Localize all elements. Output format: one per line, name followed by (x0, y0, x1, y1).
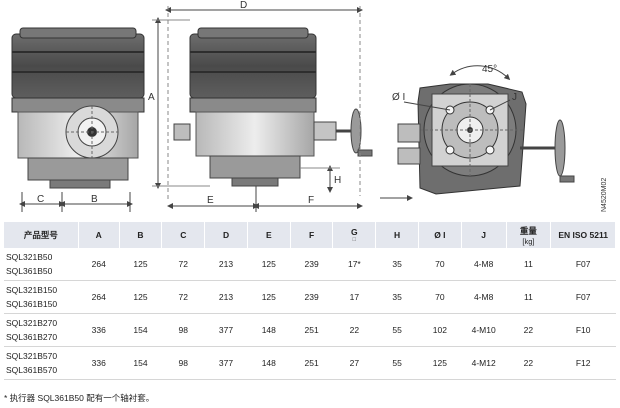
footnote: * 执行器 SQL361B50 配有一个轴衬套。 (4, 393, 155, 403)
table-cell: 377 (204, 346, 248, 380)
table-cell: 213 (204, 248, 248, 281)
dim-label-d: D (240, 0, 247, 11)
col-header-model: 产品型号 (4, 222, 79, 248)
front-view: C B (11, 27, 145, 212)
model-name: SQL321B270 (6, 318, 58, 328)
model-name: SQL321B570 (6, 351, 58, 361)
table-cell: 213 (204, 280, 248, 314)
table-cell: 22 (506, 346, 551, 380)
table-cell: 154 (119, 313, 162, 347)
table-cell: 239 (290, 248, 333, 281)
table-cell: 125 (418, 346, 462, 380)
table-cell: 125 (247, 280, 291, 314)
table-cell: F12 (550, 346, 616, 380)
dim-label-b: B (91, 194, 98, 205)
col-header-e: E (247, 222, 291, 248)
table-header-row: 产品型号 A B C D E F G□ H Ø I J 重量[kg] EN IS… (4, 222, 616, 248)
table-cell: 239 (290, 280, 333, 314)
col-header-j: J (461, 222, 507, 248)
table-cell: 17 (332, 280, 376, 314)
table-cell: 11 (506, 248, 551, 281)
table-cell: 35 (375, 248, 419, 281)
table-cell: 264 (78, 280, 120, 314)
table-cell: 70 (418, 280, 462, 314)
table-cell: 72 (161, 248, 205, 281)
table-cell: 35 (375, 280, 419, 314)
bottom-view: 45° Ø I J N4520M02 (380, 64, 608, 212)
model-name: SQL361B570 (6, 365, 58, 375)
col-header-i: Ø I (418, 222, 462, 248)
table-cell: 148 (247, 313, 291, 347)
table-cell: 377 (204, 313, 248, 347)
table-cell: 125 (119, 280, 162, 314)
model-name: SQL321B50 (6, 252, 53, 262)
table-cell: 102 (418, 313, 462, 347)
table-cell: 251 (290, 346, 333, 380)
dim-label-i: Ø I (392, 92, 405, 103)
table-cell: 4-M8 (461, 280, 507, 314)
table-cell: F10 (550, 313, 616, 347)
dim-label-f: F (308, 195, 314, 206)
col-header-c: C (161, 222, 206, 248)
table-cell: 11 (506, 280, 551, 314)
table-cell: 4-M8 (461, 248, 507, 281)
angle-label: 45° (482, 64, 497, 75)
table-cell: 27 (332, 346, 376, 380)
table-cell: 4-M10 (461, 313, 507, 347)
side-view: D A E F H (148, 0, 373, 212)
dim-label-h: H (334, 175, 341, 186)
col-header-g: G□ (332, 222, 377, 248)
table-cell: 22 (332, 313, 376, 347)
table-cell: 148 (247, 346, 291, 380)
table-cell: 125 (247, 248, 291, 281)
dim-label-a: A (148, 92, 155, 103)
spec-table: 产品型号 A B C D E F G□ H Ø I J 重量[kg] EN IS… (4, 222, 616, 380)
col-header-a: A (78, 222, 120, 248)
technical-drawing: C B D A E F H (11, 0, 608, 212)
model-name: SQL321B150 (6, 285, 58, 295)
table-cell: 98 (161, 313, 205, 347)
table-cell: 70 (418, 248, 462, 281)
table-cell: 72 (161, 280, 205, 314)
table-cell: 251 (290, 313, 333, 347)
model-name: SQL361B50 (6, 266, 53, 276)
table-cell: 55 (375, 346, 419, 380)
model-name: SQL361B150 (6, 299, 58, 309)
table-cell: F07 (550, 280, 616, 314)
table-cell: 336 (78, 313, 120, 347)
dim-label-j: J (512, 92, 517, 103)
col-header-h: H (375, 222, 419, 248)
table-cell: 336 (78, 346, 120, 380)
table-cell: 17* (332, 248, 376, 281)
col-header-d: D (204, 222, 248, 248)
col-header-weight: 重量[kg] (506, 222, 552, 248)
table-cell: 4-M12 (461, 346, 507, 380)
col-header-iso: EN ISO 5211 (550, 222, 616, 248)
model-name: SQL361B270 (6, 332, 58, 342)
col-header-b: B (119, 222, 163, 248)
table-cell: 154 (119, 346, 162, 380)
table-cell: 264 (78, 248, 120, 281)
col-header-f: F (290, 222, 334, 248)
drawing-code: N4520M02 (601, 178, 608, 212)
dim-label-c: C (37, 194, 44, 205)
table-cell: 55 (375, 313, 419, 347)
table-cell: 125 (119, 248, 162, 281)
table-cell: F07 (550, 248, 616, 281)
table-cell: 98 (161, 346, 205, 380)
dim-label-e: E (207, 195, 214, 206)
table-cell: 22 (506, 313, 551, 347)
